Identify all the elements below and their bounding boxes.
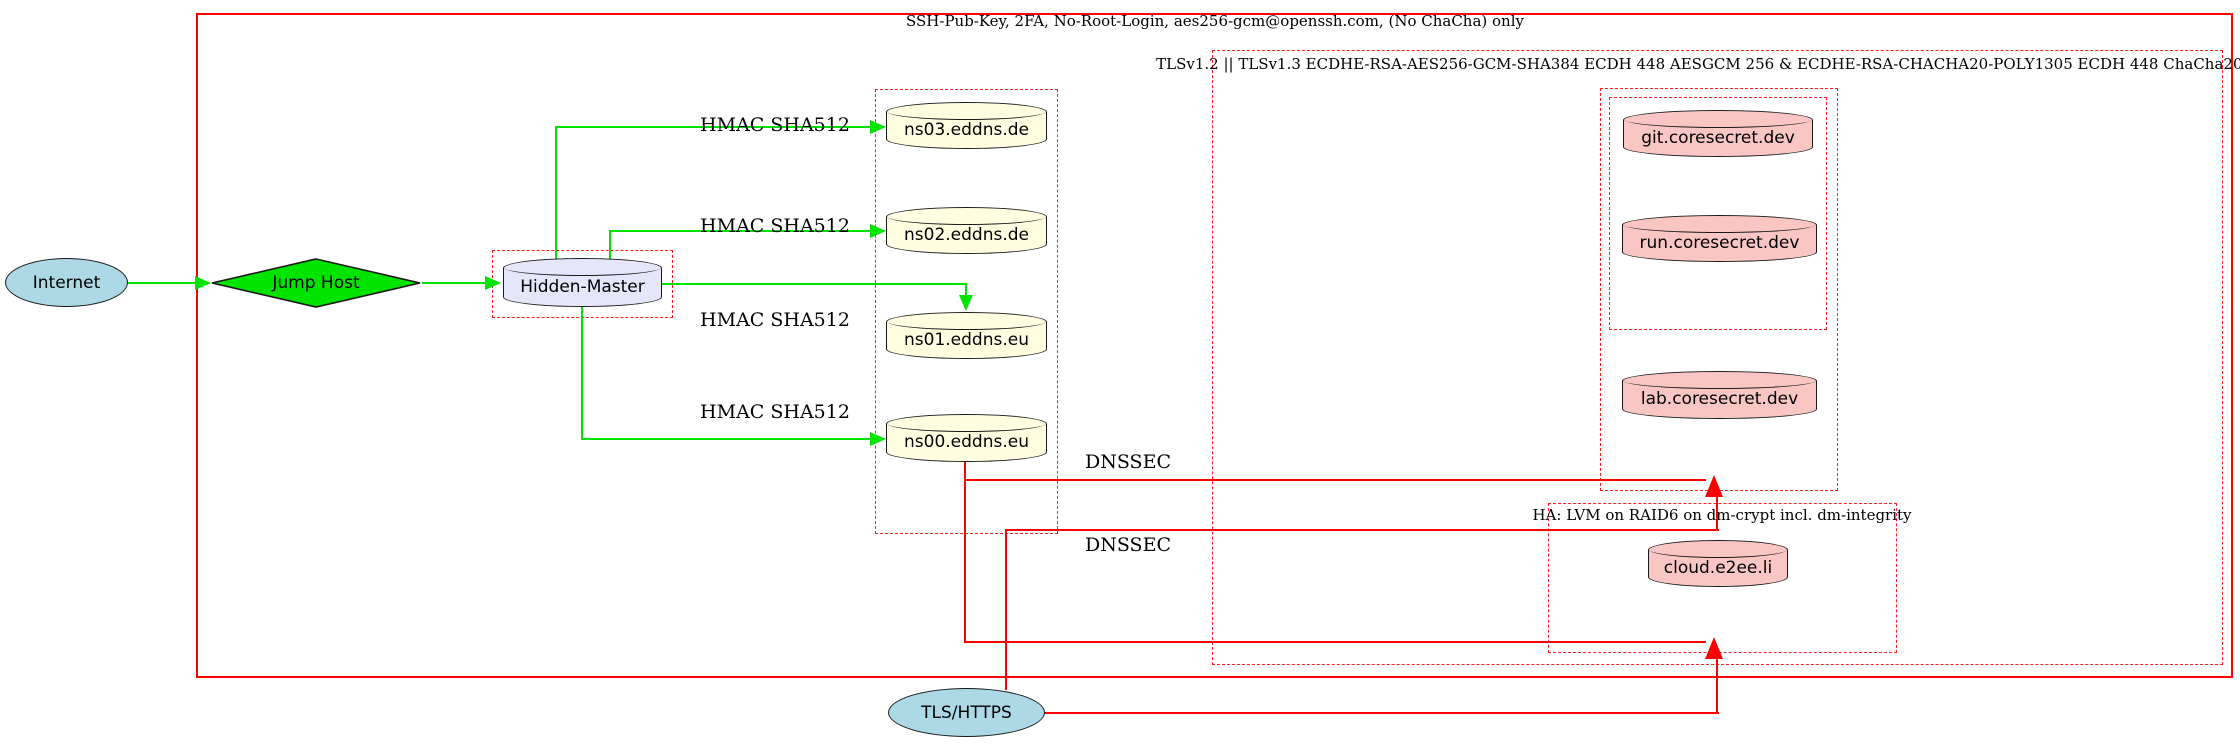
ha-arrowhead — [1705, 637, 1723, 659]
ha-label: HA: LVM on RAID6 on dm-crypt incl. dm-in… — [1532, 506, 1912, 524]
edge-ns00-down-vline — [964, 461, 966, 643]
edge-label-dnssec-bottom: DNSSEC — [1085, 534, 1171, 556]
node-jump-host: Jump Host — [210, 258, 422, 308]
edge-label-hmac-ns00: HMAC SHA512 — [700, 401, 850, 423]
edge-internet-jumphost-line — [128, 282, 196, 284]
edge-master-ns03-hline — [555, 126, 871, 128]
edge-master-ns03-vline — [555, 127, 557, 260]
node-ns02-label: ns02.eddns.de — [904, 224, 1029, 245]
node-tls-https: TLS/HTTPS — [888, 688, 1045, 737]
edge-dnssec-coresecret-hline — [964, 479, 1706, 481]
edge-master-ns00-hline — [581, 438, 871, 440]
node-git-label: git.coresecret.dev — [1641, 127, 1795, 148]
cluster-coresecret-inner — [1609, 97, 1827, 330]
edge-master-ns00-vline — [581, 306, 583, 440]
node-jump-host-label: Jump Host — [272, 273, 360, 293]
node-run: run.coresecret.dev — [1622, 215, 1817, 262]
edge-tlshttps-coresecret-vline2 — [1716, 495, 1718, 531]
node-ns03: ns03.eddns.de — [886, 102, 1047, 149]
node-cloud: cloud.e2ee.li — [1648, 540, 1788, 587]
edge-label-dnssec-top: DNSSEC — [1085, 451, 1171, 473]
edge-dnssec-ha-hline — [964, 641, 1706, 643]
master-ns01-arrowhead — [959, 295, 973, 311]
node-ns03-label: ns03.eddns.de — [904, 119, 1029, 140]
node-run-label: run.coresecret.dev — [1639, 232, 1800, 253]
node-ns01-label: ns01.eddns.eu — [904, 329, 1029, 350]
edge-master-ns02-vline — [609, 231, 611, 260]
edge-label-hmac-ns01: HMAC SHA512 — [700, 309, 850, 331]
node-lab: lab.coresecret.dev — [1622, 371, 1817, 419]
edge-jumphost-master-line — [422, 282, 486, 284]
node-ns00-label: ns00.eddns.eu — [904, 432, 1029, 452]
cluster-ssh-frame — [196, 13, 2233, 678]
ssh-policy-label: SSH-Pub-Key, 2FA, No-Root-Login, aes256-… — [906, 12, 1524, 30]
master-ns02-arrowhead — [870, 224, 886, 238]
node-lab-label: lab.coresecret.dev — [1640, 389, 1799, 409]
edge-label-hmac-ns03: HMAC SHA512 — [700, 114, 850, 136]
node-git: git.coresecret.dev — [1623, 110, 1813, 157]
edge-label-hmac-ns02: HMAC SHA512 — [700, 215, 850, 237]
master-ns03-arrowhead — [870, 120, 886, 134]
jumphost-master-arrowhead — [485, 276, 501, 290]
coresecret-arrowhead — [1705, 475, 1723, 497]
node-tls-https-label: TLS/HTTPS — [921, 702, 1012, 723]
edge-tlshttps-ha-hline — [1043, 712, 1719, 714]
edge-master-ns02-hline — [609, 230, 871, 232]
edge-tlshttps-coresecret-hline — [1005, 529, 1719, 531]
node-ns02: ns02.eddns.de — [886, 207, 1047, 254]
node-internet: Internet — [5, 258, 128, 307]
node-ns00: ns00.eddns.eu — [886, 414, 1047, 462]
node-cloud-label: cloud.e2ee.li — [1663, 557, 1773, 578]
edge-tlshttps-coresecret-vline1 — [1005, 529, 1007, 690]
node-hidden-master-label: Hidden-Master — [520, 276, 645, 297]
master-ns00-arrowhead — [870, 432, 886, 446]
node-ns01: ns01.eddns.eu — [886, 312, 1047, 359]
edge-master-ns01-vline — [965, 283, 967, 296]
internet-jumphost-arrowhead — [195, 276, 211, 290]
node-internet-label: Internet — [32, 272, 101, 293]
tls-policy-label: TLSv1.2 || TLSv1.3 ECDHE-RSA-AES256-GCM-… — [1156, 55, 2240, 73]
edge-tlshttps-ha-vline — [1716, 657, 1718, 714]
cluster-dns-servers — [875, 89, 1058, 534]
node-hidden-master: Hidden-Master — [503, 258, 662, 307]
jump-host-diamond-shape — [211, 258, 421, 308]
edge-master-ns01-hline — [661, 283, 967, 285]
